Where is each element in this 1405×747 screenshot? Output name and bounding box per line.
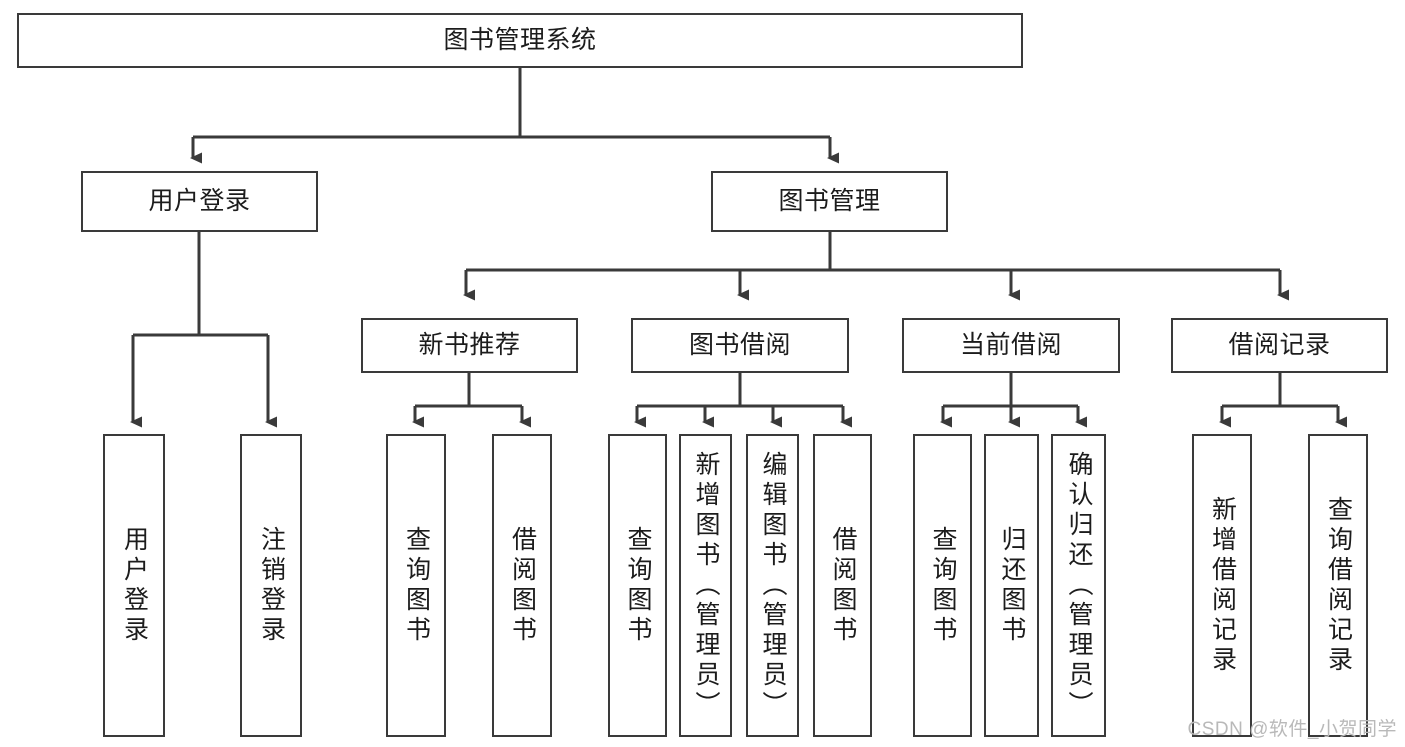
node-leaf-add-record[interactable]: 新增借阅记录 — [1192, 434, 1252, 737]
node-label: 图书管理系统 — [443, 25, 597, 54]
node-label: 确认归还（管理员） — [1065, 450, 1093, 721]
node-leaf-user-login[interactable]: 用户登录 — [103, 434, 165, 737]
node-label: 借阅图书 — [508, 525, 537, 646]
node-label: 用户登录 — [148, 186, 251, 215]
node-leaf-borrow-book-2[interactable]: 借阅图书 — [813, 434, 872, 737]
node-leaf-query-book-2[interactable]: 查询图书 — [608, 434, 667, 737]
node-root-book-management-system[interactable]: 图书管理系统 — [17, 13, 1023, 68]
node-label: 查询图书 — [402, 525, 431, 646]
node-leaf-confirm-return[interactable]: 确认归还（管理员） — [1051, 434, 1106, 737]
node-new-book-recommend[interactable]: 新书推荐 — [361, 318, 578, 373]
node-user-login[interactable]: 用户登录 — [81, 171, 318, 232]
node-leaf-add-book[interactable]: 新增图书（管理员） — [679, 434, 732, 737]
node-leaf-return-book[interactable]: 归还图书 — [984, 434, 1039, 737]
node-label: 新增图书（管理员） — [692, 450, 720, 721]
node-label: 归还图书 — [998, 525, 1026, 646]
node-label: 查询借阅记录 — [1324, 495, 1353, 676]
node-leaf-query-book-1[interactable]: 查询图书 — [386, 434, 446, 737]
node-current-borrow[interactable]: 当前借阅 — [902, 318, 1120, 373]
node-leaf-borrow-book-1[interactable]: 借阅图书 — [492, 434, 552, 737]
node-label: 图书借阅 — [688, 330, 791, 359]
node-leaf-query-record[interactable]: 查询借阅记录 — [1308, 434, 1368, 737]
node-label: 图书管理 — [778, 186, 881, 215]
node-label: 新增借阅记录 — [1208, 495, 1237, 676]
node-leaf-user-logout[interactable]: 注销登录 — [240, 434, 302, 737]
node-label: 注销登录 — [257, 525, 286, 646]
node-label: 借阅记录 — [1228, 330, 1331, 359]
node-book-borrow[interactable]: 图书借阅 — [631, 318, 849, 373]
node-label: 查询图书 — [929, 525, 957, 646]
node-book-manage[interactable]: 图书管理 — [711, 171, 948, 232]
node-borrow-record[interactable]: 借阅记录 — [1171, 318, 1388, 373]
node-label: 查询图书 — [624, 525, 652, 646]
node-label: 编辑图书（管理员） — [759, 450, 787, 721]
watermark: CSDN @软件_小贺同学 — [1187, 719, 1397, 740]
node-leaf-query-book-3[interactable]: 查询图书 — [913, 434, 972, 737]
node-leaf-edit-book[interactable]: 编辑图书（管理员） — [746, 434, 799, 737]
node-label: 借阅图书 — [829, 525, 857, 646]
node-label: 当前借阅 — [959, 330, 1062, 359]
node-label: 用户登录 — [120, 525, 149, 646]
node-label: 新书推荐 — [418, 330, 521, 359]
